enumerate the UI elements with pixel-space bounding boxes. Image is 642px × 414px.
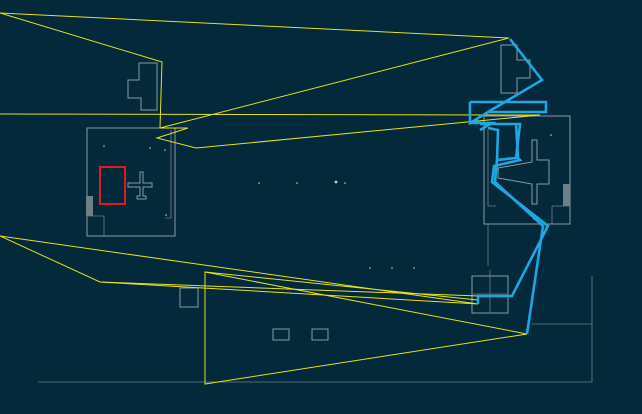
blue-route: [468, 38, 550, 335]
blue-route-segment: [493, 159, 545, 335]
right-hangar-door: [563, 184, 570, 206]
apron-features: [258, 180, 415, 341]
right-lower-structure: [471, 275, 509, 314]
red-highlight-box: [99, 166, 126, 205]
left-upper-structure: [127, 62, 158, 111]
left-hangar-inner-wall: [165, 130, 172, 219]
blue-route-segment: [480, 122, 522, 162]
left-hangar-partition: [87, 215, 105, 236]
yellow-sight-line: [204, 271, 528, 385]
right-lower-divider: [472, 270, 508, 313]
right-hangar-partition: [551, 205, 570, 224]
right-upper-structure: [500, 44, 531, 94]
blue-route-segment: [468, 100, 548, 126]
right-hangar-outline: [483, 115, 571, 225]
right-hangar-inner: [487, 130, 496, 207]
right-perimeter: [38, 323, 593, 383]
yellow-sight-line: [204, 271, 479, 301]
aircraft-icon: [127, 171, 153, 200]
left-hangar-door: [86, 196, 93, 216]
yellow-sight-lines: [0, 12, 541, 385]
left-building: [86, 62, 199, 308]
apron-box-left: [272, 328, 290, 341]
apron-box-right: [311, 328, 329, 341]
left-small-box: [179, 287, 199, 308]
right-aircraft-icon: [497, 139, 550, 205]
blue-route-segment: [476, 123, 550, 304]
right-building: [38, 44, 593, 383]
yellow-sight-line: [0, 12, 510, 129]
yellow-sight-line: [0, 12, 541, 149]
yellow-sight-line: [0, 235, 479, 305]
